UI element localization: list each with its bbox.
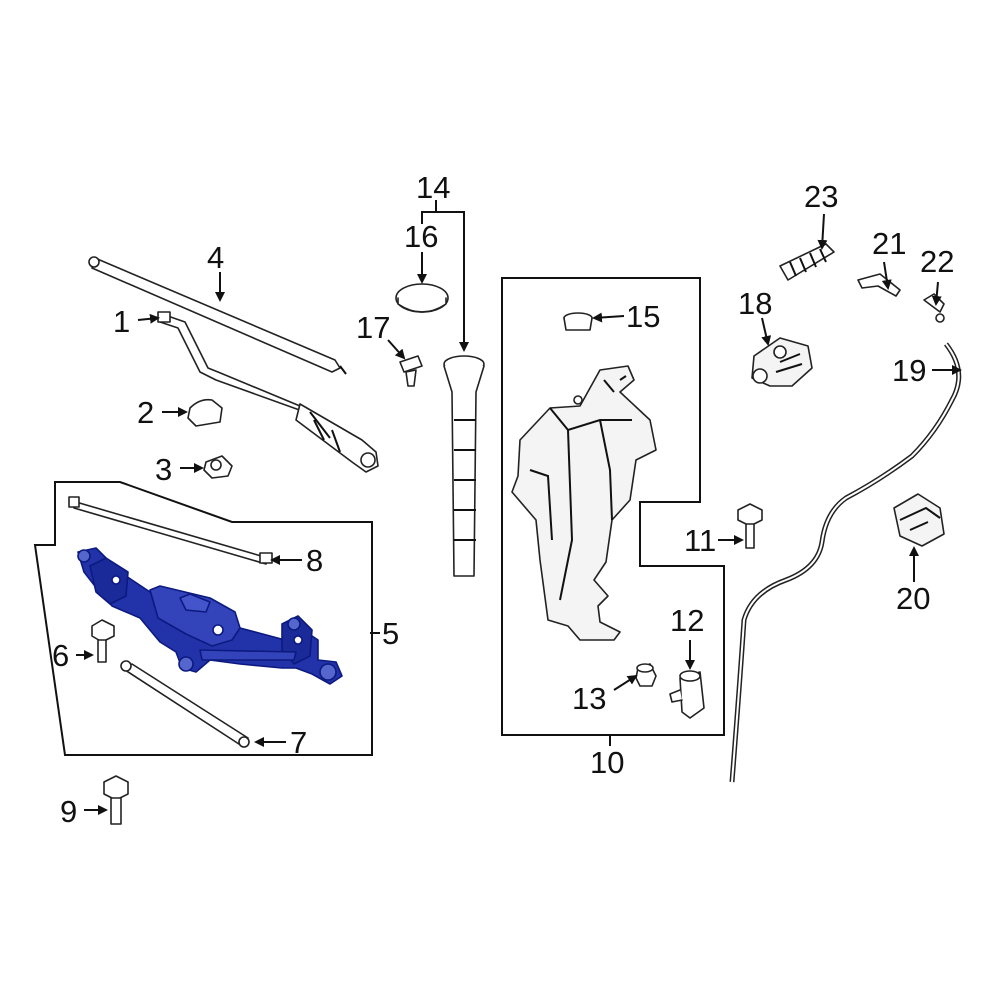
callout-labels: 1 2 3 4 5 6 7 8 9 10 11 12 13 14 15 16 1…	[52, 170, 954, 829]
retainer-clip	[399, 355, 423, 387]
hose-clip	[857, 273, 901, 297]
callout-15: 15	[626, 299, 660, 334]
hose-connector	[923, 293, 945, 323]
check-valve	[779, 243, 835, 281]
pump-grommet	[635, 663, 657, 687]
callout-19: 19	[892, 353, 926, 388]
callout-18: 18	[738, 286, 772, 321]
callout-20: 20	[896, 581, 930, 616]
callout-23: 23	[804, 179, 838, 214]
callout-7: 7	[290, 725, 307, 760]
arm-nut	[203, 455, 233, 479]
leader-lines	[76, 200, 962, 815]
drive-link-rod	[68, 496, 273, 565]
callout-21: 21	[872, 226, 906, 261]
callout-12: 12	[670, 603, 704, 638]
callout-4: 4	[207, 240, 224, 275]
filler-neck	[443, 355, 485, 577]
callout-11: 11	[684, 523, 716, 558]
wiper-arm	[157, 311, 379, 473]
nozzle-block	[893, 493, 945, 547]
callout-14: 14	[416, 170, 450, 205]
callout-5: 5	[382, 616, 399, 651]
washer-pump	[669, 670, 705, 719]
group-box-reservoir	[501, 277, 725, 736]
washer-reservoir	[511, 365, 657, 641]
washer-hose	[729, 342, 962, 783]
callout-17: 17	[356, 310, 390, 345]
filler-cap	[395, 283, 449, 313]
callout-3: 3	[155, 452, 172, 487]
linkage-bolt	[91, 619, 115, 663]
reservoir-grommet	[563, 312, 593, 331]
hose-tee-valve	[751, 337, 813, 387]
callout-16: 16	[404, 219, 438, 254]
lower-link-rod	[120, 660, 250, 748]
callout-13: 13	[572, 681, 606, 716]
callout-2: 2	[137, 395, 154, 430]
callout-10: 10	[590, 745, 624, 780]
wiper-blade	[88, 256, 347, 375]
arm-cap	[187, 398, 223, 427]
wiper-motor-linkage-highlighted	[77, 547, 343, 685]
callout-8: 8	[306, 543, 323, 578]
group-box-wiper-linkage	[33, 481, 373, 756]
callout-6: 6	[52, 638, 69, 673]
reservoir-bolt	[737, 503, 763, 549]
callout-1: 1	[113, 304, 130, 339]
callout-22: 22	[920, 244, 954, 279]
mounting-bolt	[103, 775, 129, 825]
callout-9: 9	[60, 794, 77, 829]
